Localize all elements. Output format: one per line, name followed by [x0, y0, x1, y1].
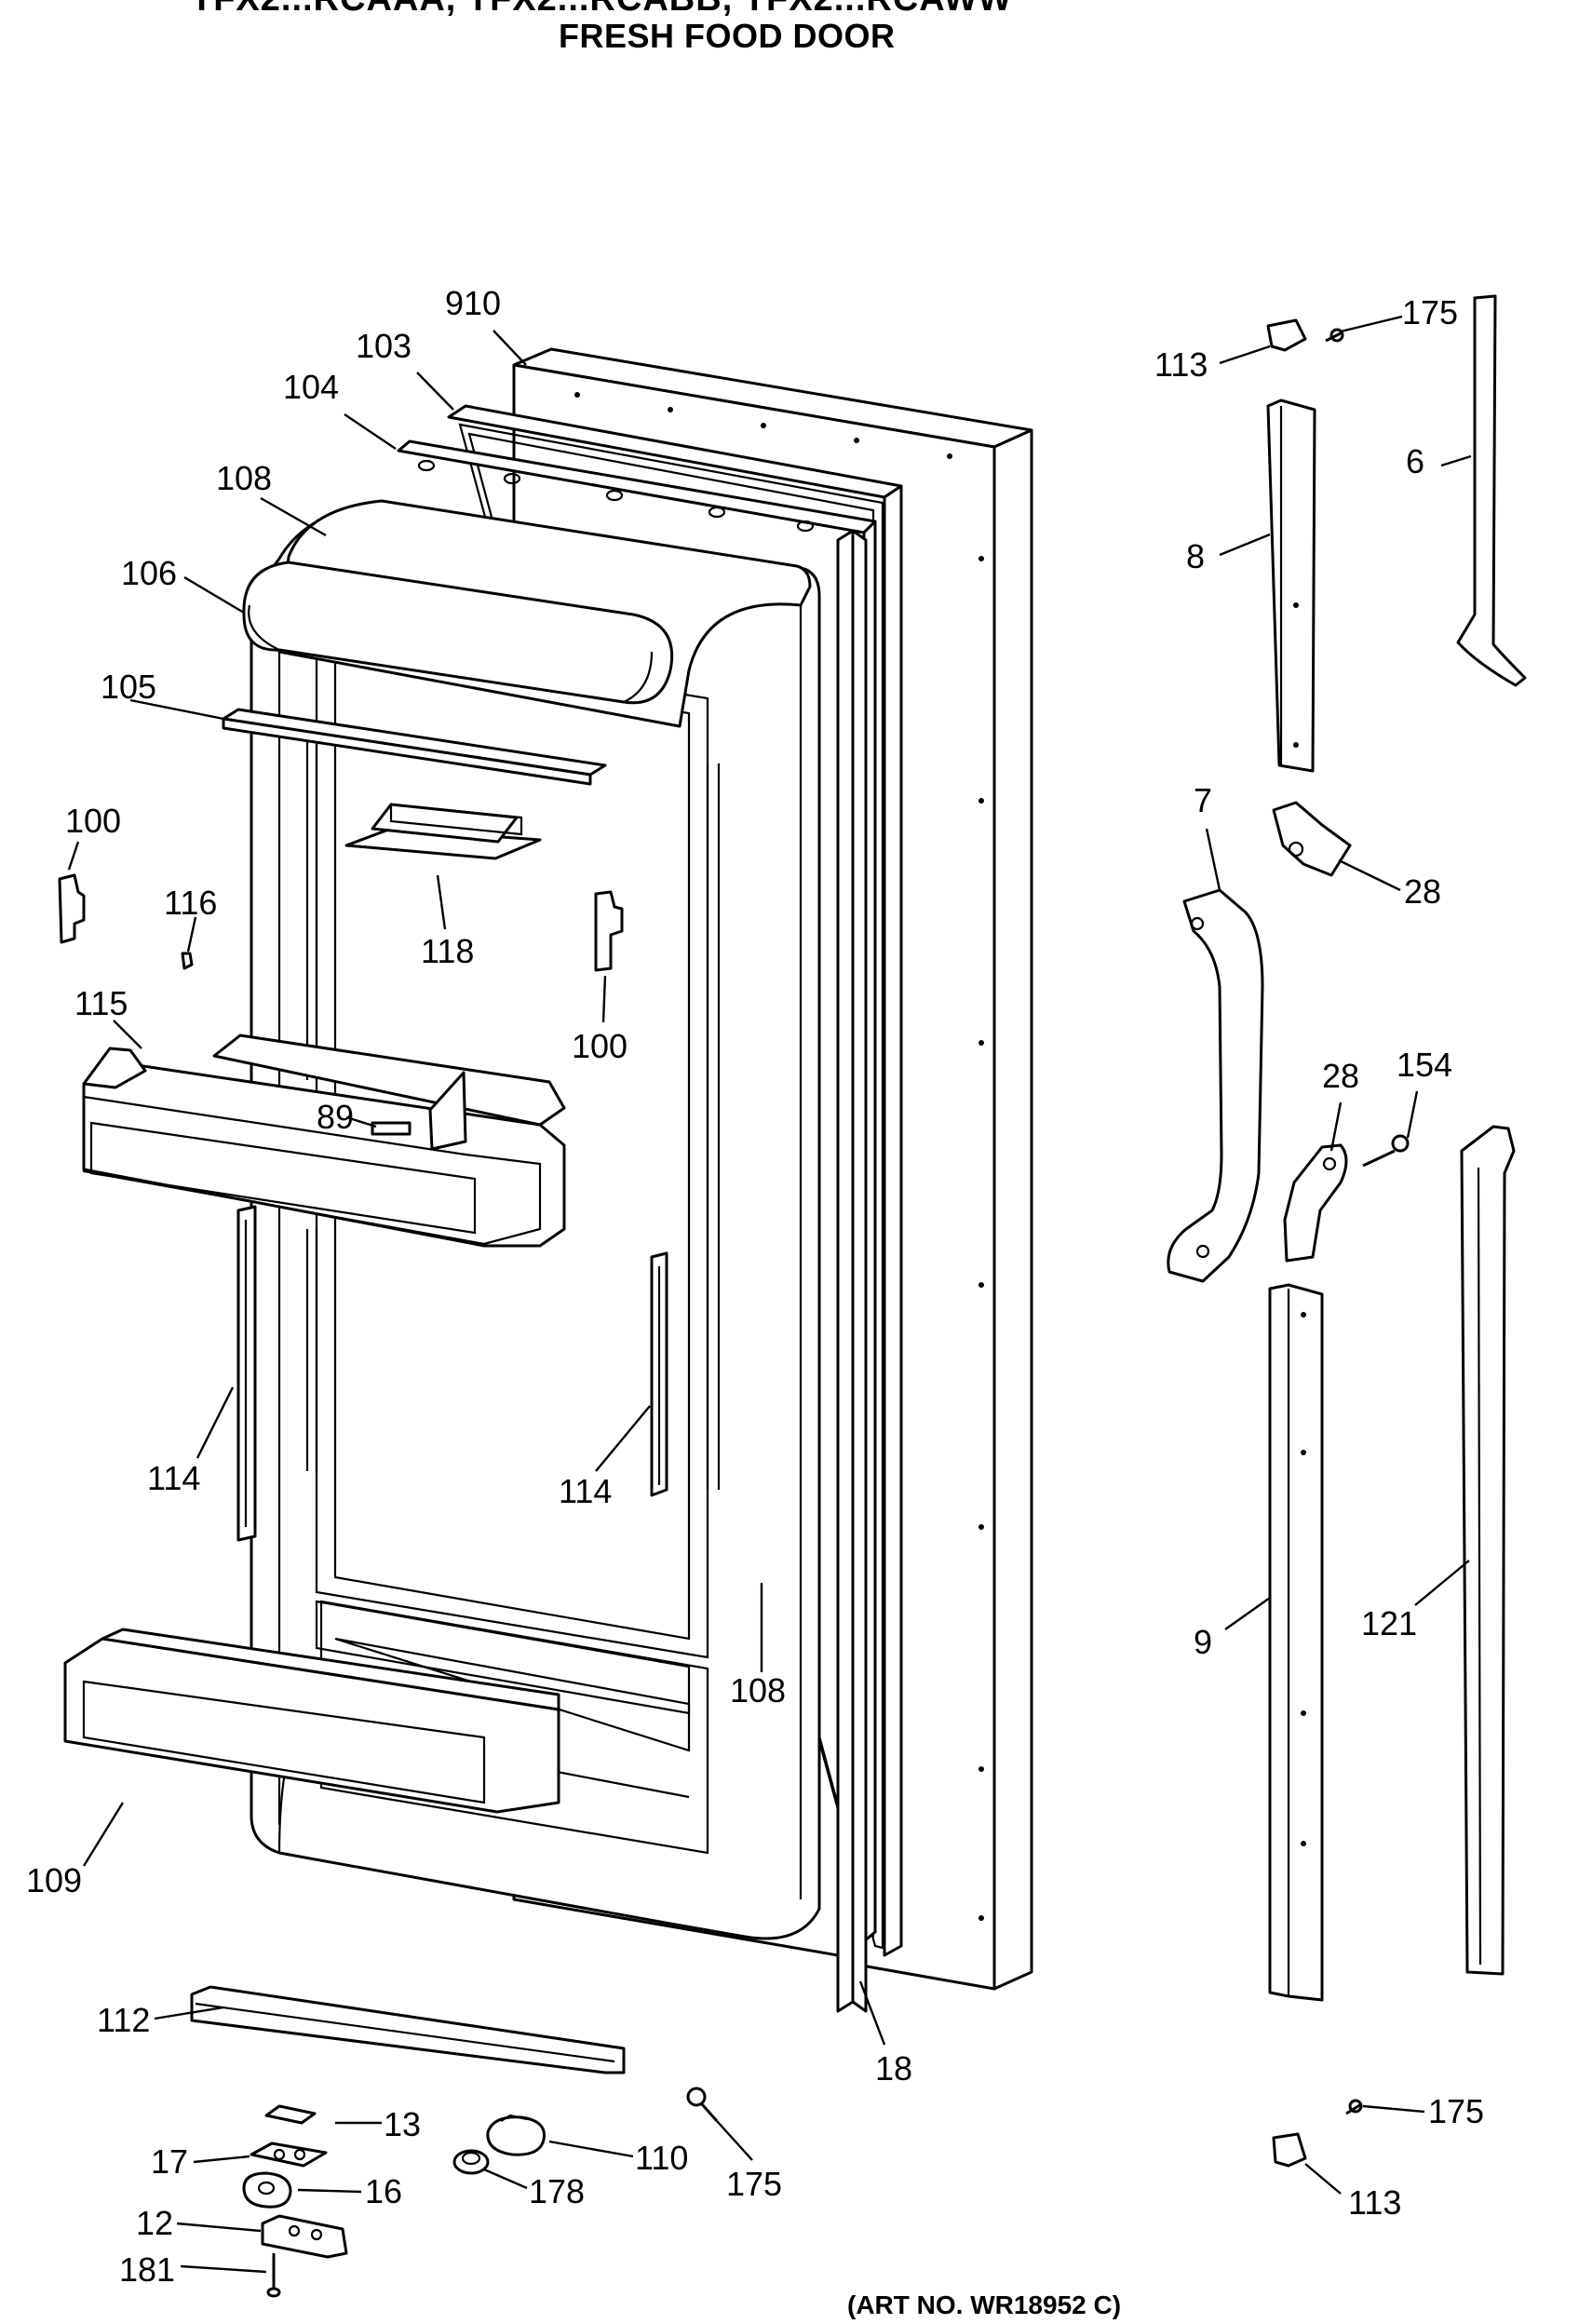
callout-13: 13: [384, 2105, 421, 2143]
hinge-cam-16: [242, 2171, 292, 2209]
screw-181: [266, 2253, 281, 2298]
callout-18: 18: [875, 2049, 912, 2088]
callout-181: 181: [119, 2250, 175, 2289]
part-110: [486, 2114, 546, 2156]
door-bin-lower: [63, 1628, 560, 1814]
callout-154: 154: [1397, 1046, 1452, 1084]
callout-175-lower: 175: [726, 2165, 782, 2203]
callout-113-top: 113: [1154, 345, 1208, 384]
bottom-trim: [190, 1985, 626, 2074]
screw-175-top: [1325, 328, 1344, 343]
end-cap-113-top: [1266, 318, 1307, 352]
callout-115: 115: [74, 984, 128, 1022]
callout-labels: 910 103 104 108 106 105 100 116 118 100 …: [26, 284, 1484, 2289]
callout-108-top: 108: [216, 459, 272, 497]
hinge-shim-17: [250, 2142, 328, 2168]
screw-175-right: [1345, 2099, 1363, 2115]
door-bin-upper: [82, 1034, 566, 1248]
hinge-28-upper: [1272, 801, 1352, 877]
callout-178: 178: [529, 2172, 585, 2210]
leader-lines: [67, 315, 1472, 2274]
end-cap-113-bottom: [1272, 2132, 1307, 2168]
top-dairy-door: [222, 499, 812, 786]
part-178: [452, 2149, 490, 2175]
callout-104: 104: [283, 368, 339, 406]
handle-mount-8: [1266, 399, 1316, 773]
callout-910: 910: [445, 284, 501, 322]
trim-6: [1456, 294, 1527, 687]
art-number: (ART NO. WR18952 C): [847, 2290, 1122, 2319]
callout-105: 105: [101, 668, 156, 706]
model-line: TFX2...RCAAA, TFX2...RCABB, TFX2...RCAWW: [191, 0, 1494, 20]
callout-6: 6: [1406, 442, 1424, 480]
callout-100-right: 100: [572, 1027, 628, 1065]
callout-175-top: 175: [1402, 293, 1458, 331]
callout-9: 9: [1194, 1623, 1212, 1661]
callout-8: 8: [1186, 537, 1205, 575]
callout-16: 16: [365, 2172, 402, 2210]
callout-89: 89: [317, 1098, 354, 1136]
callout-28-lower: 28: [1322, 1057, 1359, 1095]
hinge-bushing-13: [264, 2104, 317, 2125]
shelf-support-right: [650, 1251, 668, 1497]
callout-7: 7: [1194, 781, 1212, 819]
screw-154: [1362, 1134, 1410, 1168]
callout-28-upper: 28: [1404, 872, 1441, 911]
callout-108-lower: 108: [730, 1671, 786, 1709]
shelf-clip-right: [594, 890, 624, 972]
shelf-support-left: [236, 1205, 257, 1542]
callout-17: 17: [151, 2142, 188, 2181]
callout-110: 110: [635, 2139, 688, 2177]
callout-103: 103: [356, 327, 412, 365]
retainer-116: [181, 952, 194, 970]
section-title: FRESH FOOD DOOR: [559, 17, 896, 55]
trim-121: [1460, 1125, 1516, 1976]
handle-7: [1167, 888, 1264, 1283]
callout-106: 106: [121, 554, 177, 592]
callout-113-bottom: 113: [1348, 2183, 1401, 2222]
callout-109: 109: [26, 1861, 82, 1899]
callout-114-left: 114: [147, 1459, 200, 1497]
callout-112: 112: [97, 2001, 150, 2039]
screw-175-lower: [686, 2087, 719, 2122]
callout-121: 121: [1361, 1604, 1417, 1642]
callout-100-left: 100: [65, 802, 121, 840]
hinge-bracket-12: [261, 2214, 348, 2259]
shelf-clip-left: [58, 873, 86, 944]
callout-116: 116: [164, 884, 217, 922]
callout-175-right: 175: [1428, 2092, 1484, 2130]
callout-114-right: 114: [559, 1472, 612, 1510]
hinge-28-lower: [1283, 1143, 1348, 1263]
handle-mount-9: [1268, 1283, 1324, 2002]
butter-compartment: [344, 803, 542, 860]
callout-118: 118: [421, 932, 474, 970]
callout-12: 12: [136, 2204, 173, 2242]
